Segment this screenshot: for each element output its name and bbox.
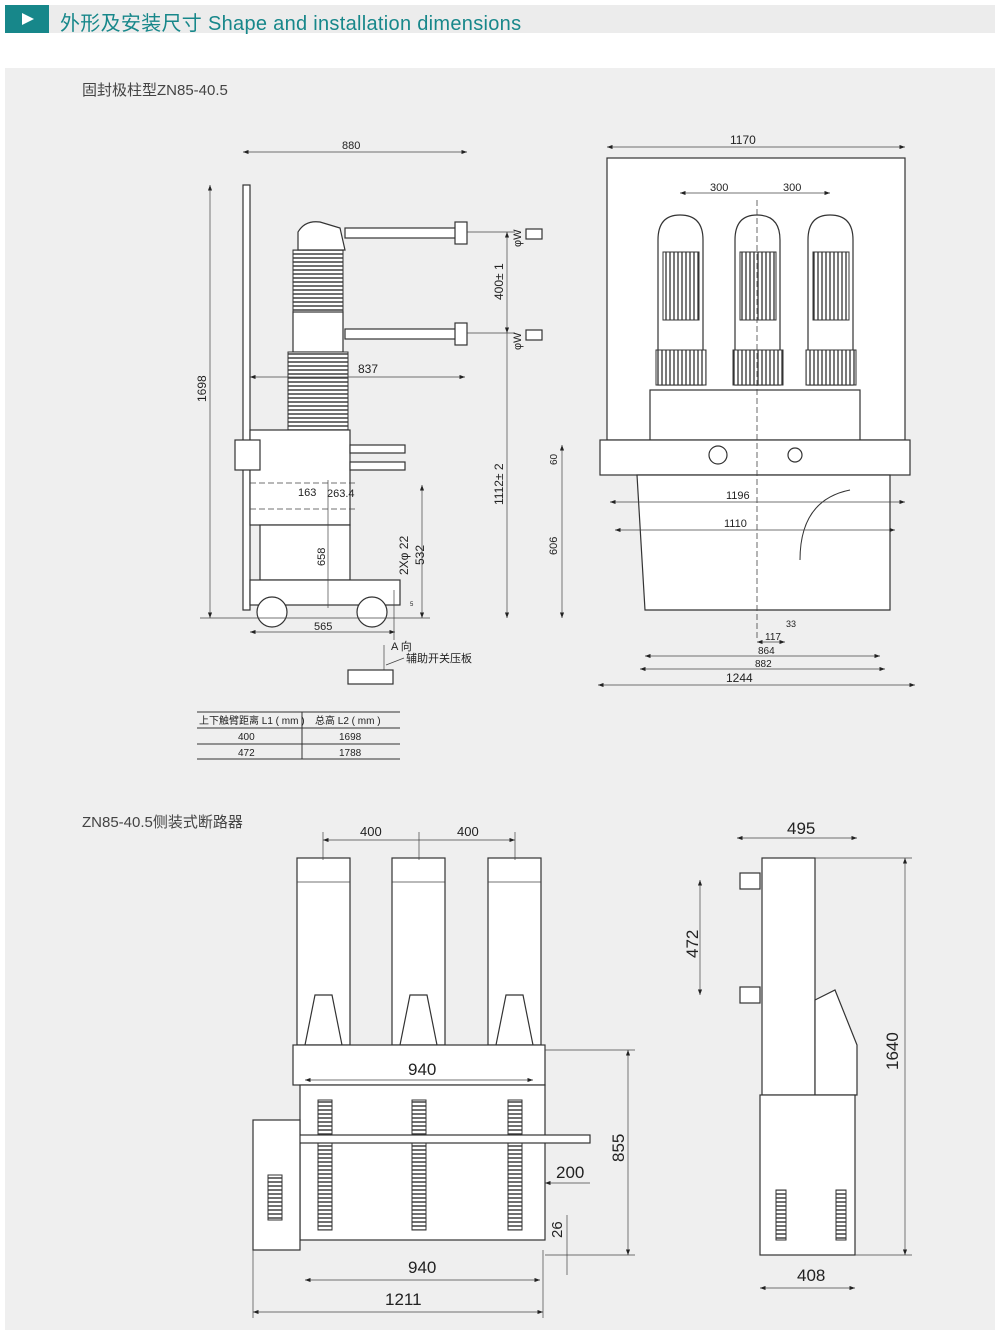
view-a-label: A 向: [391, 639, 412, 653]
dim-33: 33: [786, 619, 796, 629]
pole-1: [655, 214, 707, 386]
dim-408: 408: [797, 1266, 825, 1285]
dim-940-top: 940: [408, 1060, 436, 1079]
dim-117: 117: [765, 632, 781, 643]
play-icon: [5, 5, 49, 33]
dim-1211: 1211: [385, 1290, 422, 1309]
dim-200: 200: [556, 1163, 584, 1182]
lower-contact: [454, 322, 468, 346]
table-header-l1: 上下触臂距离 L1 ( mm ): [199, 714, 305, 727]
upper-cap: [297, 221, 346, 251]
dim-1244: 1244: [726, 671, 753, 685]
dim-1112-tolerance: 1112± 2: [492, 463, 506, 505]
dim-5: 5: [410, 602, 414, 608]
dim-163: 163: [298, 487, 316, 499]
dim-855: 855: [609, 1134, 628, 1162]
dim-658: 658: [316, 548, 328, 566]
drawing-caption-1: 固封极柱型ZN85-40.5: [82, 82, 228, 99]
lower-frame: [636, 474, 891, 611]
upper-contact-arm: [344, 227, 458, 239]
dim-400-right: 400: [457, 824, 479, 839]
dim-60: 60: [549, 453, 560, 465]
lower-insulator: [287, 351, 349, 431]
dim-565: 565: [314, 621, 332, 633]
dim-495: 495: [787, 819, 815, 838]
dim-400-tolerance: 400± 1: [492, 263, 506, 300]
pole-3: [805, 214, 857, 386]
dim-880: 880: [342, 140, 360, 152]
table-cell: 400: [238, 732, 255, 743]
mechanism-box: [599, 439, 911, 476]
aux-switch-plate-label: 辅助开关压板: [406, 651, 472, 665]
side-view-drawing: 880 1698 837 400± 1 1112± 2 φW φW 163 26…: [195, 140, 543, 685]
upper-insulator: [292, 249, 344, 313]
pole-2: [732, 214, 784, 386]
dim-1110: 1110: [724, 518, 747, 530]
table-header-l2: 总高 L2 ( mm ): [315, 714, 381, 727]
dim-472: 472: [683, 930, 702, 958]
dim-300-left: 300: [710, 182, 728, 194]
dimension-table: 上下触臂距离 L1 ( mm ) 总高 L2 ( mm ) 400 1698 4…: [197, 711, 400, 760]
table-cell: 1698: [339, 732, 362, 743]
dim-837: 837: [358, 362, 378, 376]
dim-400-left: 400: [360, 824, 382, 839]
table-cell: 1788: [339, 748, 362, 759]
dim-300-right: 300: [783, 182, 801, 194]
dim-2x-phi-22: 2Xφ 22: [397, 536, 411, 575]
middle-section: [292, 311, 344, 353]
mechanism-frame: [249, 429, 351, 526]
dim-1196: 1196: [726, 490, 750, 502]
phi-w-bottom: φW: [512, 332, 524, 350]
section-header: 外形及安装尺寸 Shape and installation dimension…: [5, 5, 995, 35]
lower-contact-arm: [344, 328, 458, 340]
side-mounted-side-view: 495 472 1640 408: [683, 819, 912, 1291]
side-mounted-front-view: 400 400 940 855 200 26 940 1211: [252, 824, 635, 1318]
dim-882: 882: [755, 659, 772, 670]
dim-532: 532: [413, 545, 427, 565]
phi-w-top: φW: [512, 229, 524, 247]
dim-263-4: 263.4: [327, 488, 355, 500]
dim-1698: 1698: [195, 375, 209, 402]
dim-606: 606: [548, 537, 560, 555]
front-view-drawing: 1170 300 300 60 606 1196 1110 33 117 864…: [548, 133, 915, 688]
section-title: 外形及安装尺寸 Shape and installation dimension…: [60, 13, 522, 35]
dim-26: 26: [549, 1221, 566, 1238]
table-cell: 472: [238, 748, 255, 759]
upper-contact: [454, 221, 468, 245]
dim-940-bottom: 940: [408, 1258, 436, 1277]
mounting-plate: [242, 184, 251, 611]
drawing-caption-2: ZN85-40.5侧装式断路器: [82, 814, 243, 831]
dim-864: 864: [758, 646, 775, 657]
dim-1170: 1170: [730, 133, 756, 147]
dim-1640: 1640: [883, 1032, 902, 1070]
